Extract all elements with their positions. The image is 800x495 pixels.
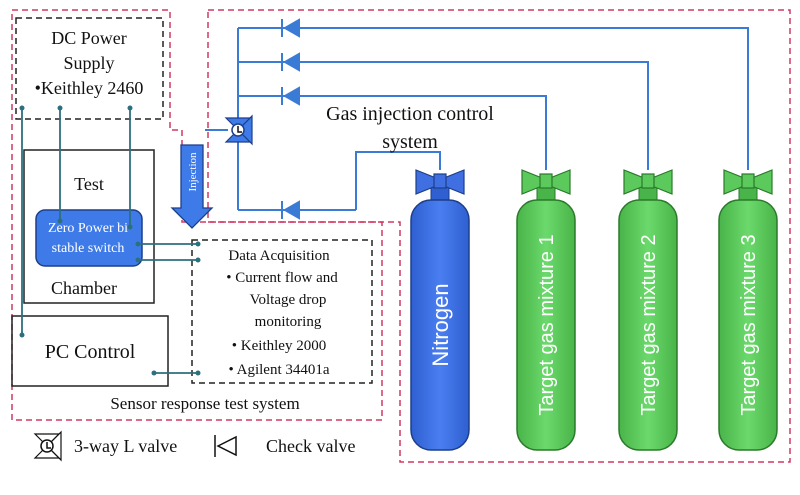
test-chamber-bottom-label: Chamber [51,278,117,298]
check-valve-icon [281,52,300,72]
injection-arrow: Injection [170,144,214,229]
test-chamber-box [23,149,155,304]
target3-label: Target gas mixture 3 [738,234,760,415]
pc-control-label: PC Control [45,341,136,363]
check-valve-legend-icon [214,435,237,457]
daq-item3: • Agilent 34401a [228,362,329,378]
nitrogen-cylinder: Nitrogen [410,169,470,451]
dc-power-line2: Supply [63,53,114,73]
check-valve-icon [281,18,300,38]
dc-power-supply-box [15,17,164,120]
injection-label: Injection [187,152,199,192]
data-acquisition-box [191,239,373,384]
test-chamber-top-label: Test [74,174,104,194]
switch-label-line2: stable switch [52,241,125,256]
check-valve-icon [281,200,300,220]
legend: 3-way L valve Check valve [33,430,355,462]
daq-item1-line3: monitoring [255,314,322,330]
target-gas-cylinder-2: Target gas mixture 2 [618,169,678,451]
target-gas-cylinder-1: Target gas mixture 1 [516,169,576,451]
daq-item1-line1: • Current flow and [226,270,338,286]
legend-three-way-label: 3-way L valve [74,436,177,456]
three-way-valve-icon [224,114,253,146]
sensor-system-label: Sensor response test system [110,394,299,413]
dc-power-line1: DC Power [51,28,127,48]
legend-check-label: Check valve [266,436,355,456]
switch-label-line1: Zero Power bi [48,221,128,236]
daq-item2: • Keithley 2000 [232,338,326,354]
check-valves [281,18,300,220]
target1-label: Target gas mixture 1 [536,234,558,415]
wiring [21,108,198,374]
nitrogen-label: Nitrogen [428,283,453,366]
gas-control-line1: Gas injection control [326,103,494,125]
zero-power-switch [35,209,143,267]
sensor-system-boundary [11,9,383,421]
pc-control-box [11,315,169,387]
dc-power-line3: •Keithley 2460 [35,78,144,98]
gas-lines [205,27,749,211]
target2-label: Target gas mixture 2 [638,234,660,415]
daq-item1-line2: Voltage drop [250,292,327,308]
wire-dots [19,105,201,376]
daq-title: Data Acquisition [228,248,330,264]
target-gas-cylinder-3: Target gas mixture 3 [718,169,778,451]
check-valve-icon [281,86,300,106]
gas-system-boundary [207,9,791,463]
gas-control-line2: system [382,131,438,153]
three-way-valve-legend-icon [33,430,62,462]
